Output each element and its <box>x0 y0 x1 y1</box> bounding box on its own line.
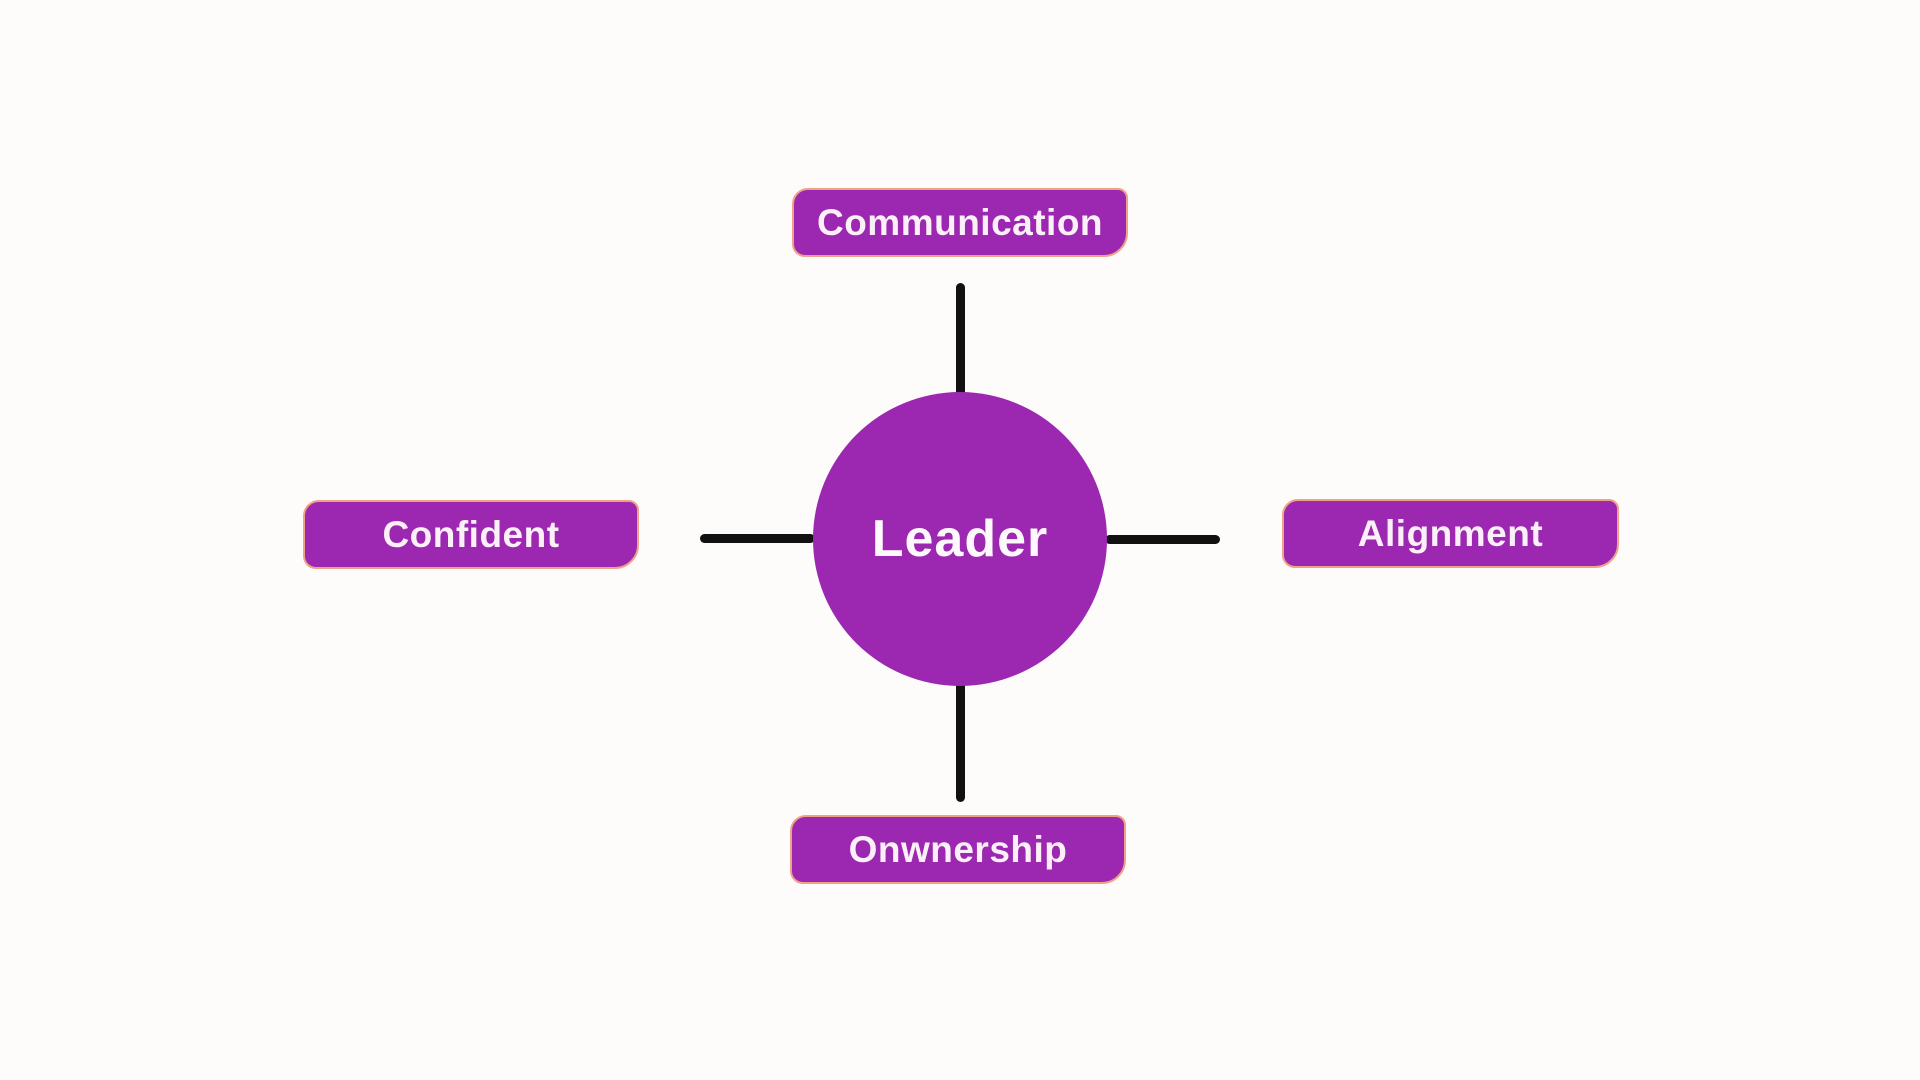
node-confident: Confident <box>303 500 639 569</box>
connector-right-line <box>1105 535 1220 544</box>
connector-left-line <box>700 534 815 543</box>
node-alignment-label: Alignment <box>1357 512 1544 554</box>
node-ownership-label: Onwnership <box>848 828 1068 870</box>
node-alignment: Alignment <box>1282 499 1619 568</box>
node-ownership: Onwnership <box>790 815 1126 884</box>
center-node-label: Leader <box>871 510 1049 568</box>
node-confident-label: Confident <box>382 513 560 555</box>
node-communication: Communication <box>792 188 1128 257</box>
connector-top-line <box>956 283 965 398</box>
center-node-leader: Leader <box>813 392 1107 686</box>
connector-bottom-line <box>956 680 965 802</box>
node-communication-label: Communication <box>816 201 1104 243</box>
